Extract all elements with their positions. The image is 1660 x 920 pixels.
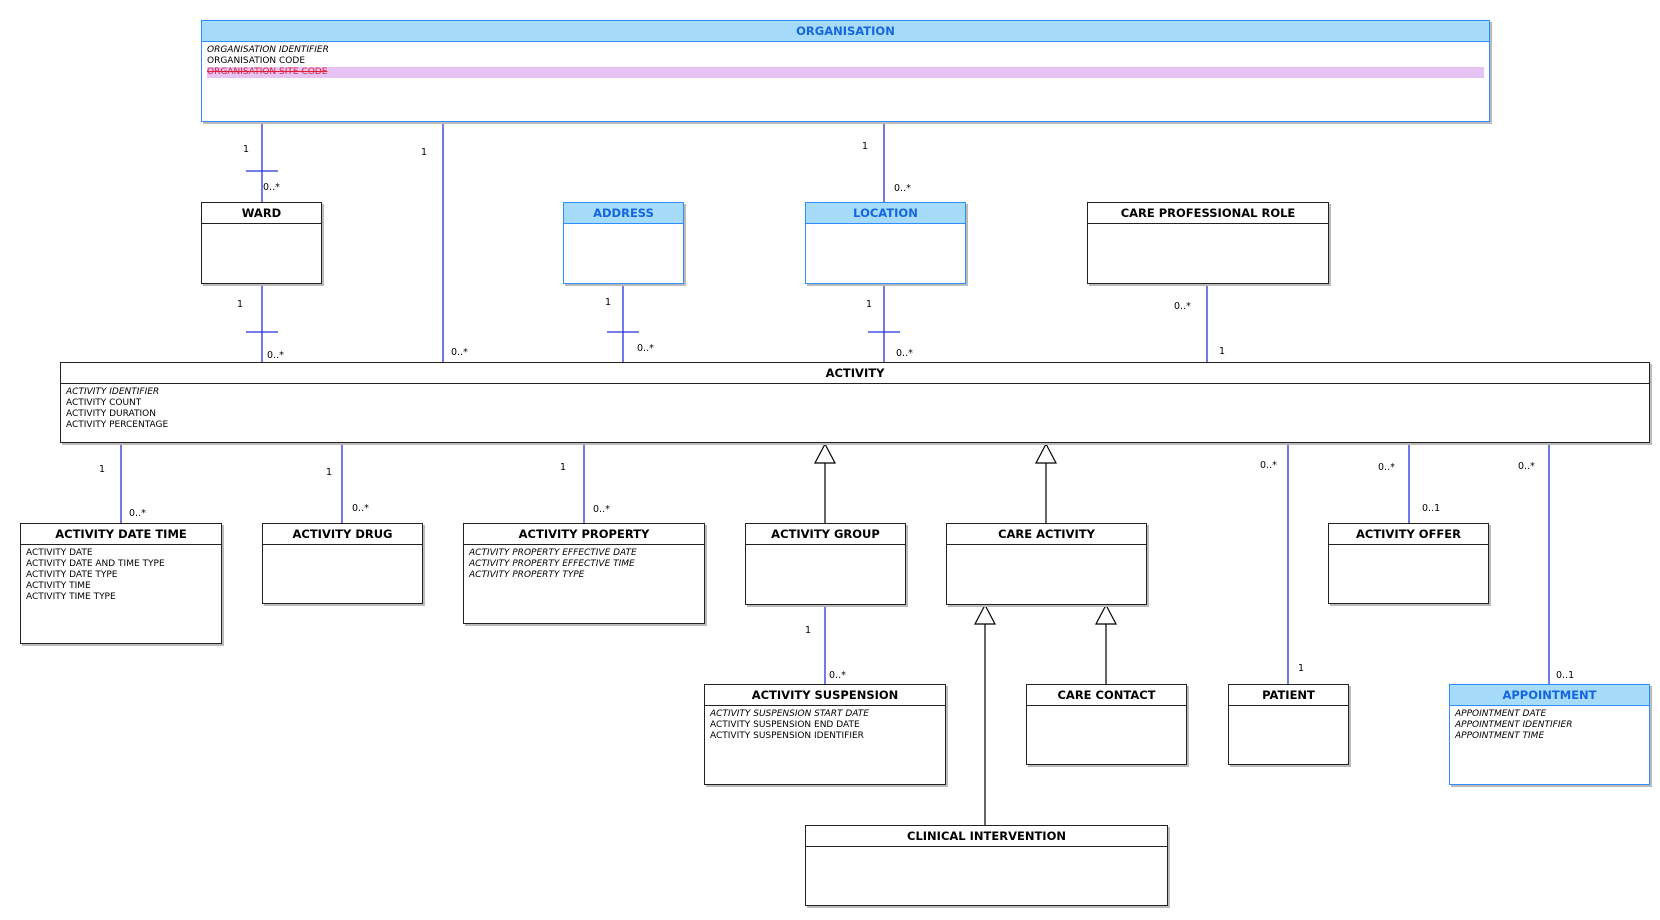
mult-org-location-bottom: 0..* xyxy=(894,183,911,194)
entity-care-activity[interactable]: CARE ACTIVITY xyxy=(946,523,1147,605)
entity-title: ACTIVITY SUSPENSION xyxy=(705,685,945,706)
entity-title: PATIENT xyxy=(1229,685,1348,706)
entity-address[interactable]: ADDRESS xyxy=(563,202,684,284)
attribute: ACTIVITY IDENTIFIER xyxy=(66,387,160,397)
entity-title: CARE CONTACT xyxy=(1027,685,1186,706)
gen-arrow-group xyxy=(814,442,836,464)
entity-title: ACTIVITY xyxy=(61,363,1649,384)
gen-arrow-clinical xyxy=(974,603,996,625)
attribute: APPOINTMENT DATE xyxy=(1455,709,1547,719)
entity-title: ACTIVITY DRUG xyxy=(263,524,422,545)
attribute: ORGANISATION IDENTIFIER xyxy=(207,45,329,55)
mult-act-appointment-bottom: 0..1 xyxy=(1556,670,1575,681)
mult-act-offer-bottom: 0..1 xyxy=(1422,503,1441,514)
entity-title: APPOINTMENT xyxy=(1450,685,1649,706)
entity-activity-date-time[interactable]: ACTIVITY DATE TIME ACTIVITY DATE ACTIVIT… xyxy=(20,523,222,644)
mult-group-suspension-bottom: 0..* xyxy=(829,670,846,681)
attribute-list: ACTIVITY SUSPENSION START DATE ACTIVITY … xyxy=(705,706,945,745)
attribute: ACTIVITY PERCENTAGE xyxy=(66,420,169,430)
entity-title: ORGANISATION xyxy=(202,21,1489,42)
entity-location[interactable]: LOCATION xyxy=(805,202,966,284)
attribute-list: ACTIVITY DATE ACTIVITY DATE AND TIME TYP… xyxy=(21,545,221,606)
entity-activity[interactable]: ACTIVITY ACTIVITY IDENTIFIER ACTIVITY CO… xyxy=(60,362,1650,443)
attribute: ACTIVITY DATE TYPE xyxy=(26,570,118,580)
entity-clinical-intervention[interactable]: CLINICAL INTERVENTION xyxy=(805,825,1168,906)
attribute: APPOINTMENT TIME xyxy=(1455,731,1545,741)
entity-activity-suspension[interactable]: ACTIVITY SUSPENSION ACTIVITY SUSPENSION … xyxy=(704,684,946,785)
mult-act-offer-top: 0..* xyxy=(1378,462,1395,473)
mult-org-activity-bottom: 0..* xyxy=(451,347,468,358)
entity-title: ACTIVITY DATE TIME xyxy=(21,524,221,545)
attribute: ACTIVITY DATE AND TIME TYPE xyxy=(26,559,165,569)
gen-arrow-care-activity xyxy=(1035,442,1057,464)
attribute-list: ORGANISATION IDENTIFIER ORGANISATION COD… xyxy=(202,42,1489,81)
mult-role-activity-top: 0..* xyxy=(1174,301,1191,312)
attribute-list: ACTIVITY IDENTIFIER ACTIVITY COUNT ACTIV… xyxy=(61,384,1649,434)
mult-org-activity-top: 1 xyxy=(421,147,428,158)
entity-title: CARE ACTIVITY xyxy=(947,524,1146,545)
mult-org-ward-bottom: 0..* xyxy=(263,182,280,193)
entity-appointment[interactable]: APPOINTMENT APPOINTMENT DATE APPOINTMENT… xyxy=(1449,684,1650,785)
mult-ward-activity-bottom: 0..* xyxy=(267,350,284,361)
attribute-list: APPOINTMENT DATE APPOINTMENT IDENTIFIER … xyxy=(1450,706,1649,745)
mult-act-datetime-bottom: 0..* xyxy=(129,508,146,519)
attribute-list: ACTIVITY PROPERTY EFFECTIVE DATE ACTIVIT… xyxy=(464,545,704,584)
attribute: ACTIVITY SUSPENSION IDENTIFIER xyxy=(710,731,864,741)
mult-org-location-top: 1 xyxy=(862,141,869,152)
mult-location-activity-bottom: 0..* xyxy=(896,348,913,359)
entity-title: ACTIVITY PROPERTY xyxy=(464,524,704,545)
entity-patient[interactable]: PATIENT xyxy=(1228,684,1349,765)
entity-title: ACTIVITY GROUP xyxy=(746,524,905,545)
entity-activity-offer[interactable]: ACTIVITY OFFER xyxy=(1328,523,1489,604)
attribute: ACTIVITY PROPERTY EFFECTIVE TIME xyxy=(469,559,635,569)
attribute: ACTIVITY SUSPENSION END DATE xyxy=(710,720,860,730)
attribute: ACTIVITY DURATION xyxy=(66,409,156,419)
entity-title: LOCATION xyxy=(806,203,965,224)
mult-location-activity-top: 1 xyxy=(866,299,873,310)
mult-act-property-bottom: 0..* xyxy=(593,504,610,515)
mult-act-datetime-top: 1 xyxy=(99,464,106,475)
entity-title: CARE PROFESSIONAL ROLE xyxy=(1088,203,1328,224)
entity-activity-drug[interactable]: ACTIVITY DRUG xyxy=(262,523,423,604)
gen-arrow-care-contact xyxy=(1095,603,1117,625)
mult-address-activity-bottom: 0..* xyxy=(637,343,654,354)
entity-title: CLINICAL INTERVENTION xyxy=(806,826,1167,847)
attribute: ACTIVITY PROPERTY TYPE xyxy=(469,570,585,580)
mult-act-drug-top: 1 xyxy=(326,467,333,478)
attribute: ACTIVITY TIME TYPE xyxy=(26,592,116,602)
mult-act-appointment-top: 0..* xyxy=(1518,461,1535,472)
attribute: ACTIVITY TIME xyxy=(26,581,91,591)
mult-group-suspension-top: 1 xyxy=(805,625,812,636)
attribute: ACTIVITY DATE xyxy=(26,548,93,558)
entity-organisation[interactable]: ORGANISATION ORGANISATION IDENTIFIER ORG… xyxy=(201,20,1490,122)
entity-title: ADDRESS xyxy=(564,203,683,224)
entity-title: ACTIVITY OFFER xyxy=(1329,524,1488,545)
entity-care-contact[interactable]: CARE CONTACT xyxy=(1026,684,1187,765)
entity-activity-property[interactable]: ACTIVITY PROPERTY ACTIVITY PROPERTY EFFE… xyxy=(463,523,705,624)
entity-ward[interactable]: WARD xyxy=(201,202,322,284)
mult-act-patient-bottom: 1 xyxy=(1298,663,1305,674)
mult-address-activity-top: 1 xyxy=(605,297,612,308)
entity-care-professional-role[interactable]: CARE PROFESSIONAL ROLE xyxy=(1087,202,1329,284)
attribute: ACTIVITY COUNT xyxy=(66,398,142,408)
mult-role-activity-bottom: 1 xyxy=(1219,346,1226,357)
mult-ward-activity-top: 1 xyxy=(237,299,244,310)
attribute: APPOINTMENT IDENTIFIER xyxy=(1455,720,1573,730)
attribute: ACTIVITY PROPERTY EFFECTIVE DATE xyxy=(469,548,637,558)
attribute: ORGANISATION CODE xyxy=(207,56,306,66)
mult-act-patient-top: 0..* xyxy=(1260,460,1277,471)
attribute: ACTIVITY SUSPENSION START DATE xyxy=(710,709,869,719)
entity-title: WARD xyxy=(202,203,321,224)
attribute-deleted: ORGANISATION SITE CODE xyxy=(207,67,1484,78)
entity-activity-group[interactable]: ACTIVITY GROUP xyxy=(745,523,906,605)
mult-org-ward-top: 1 xyxy=(243,144,250,155)
mult-act-property-top: 1 xyxy=(560,462,567,473)
mult-act-drug-bottom: 0..* xyxy=(352,503,369,514)
